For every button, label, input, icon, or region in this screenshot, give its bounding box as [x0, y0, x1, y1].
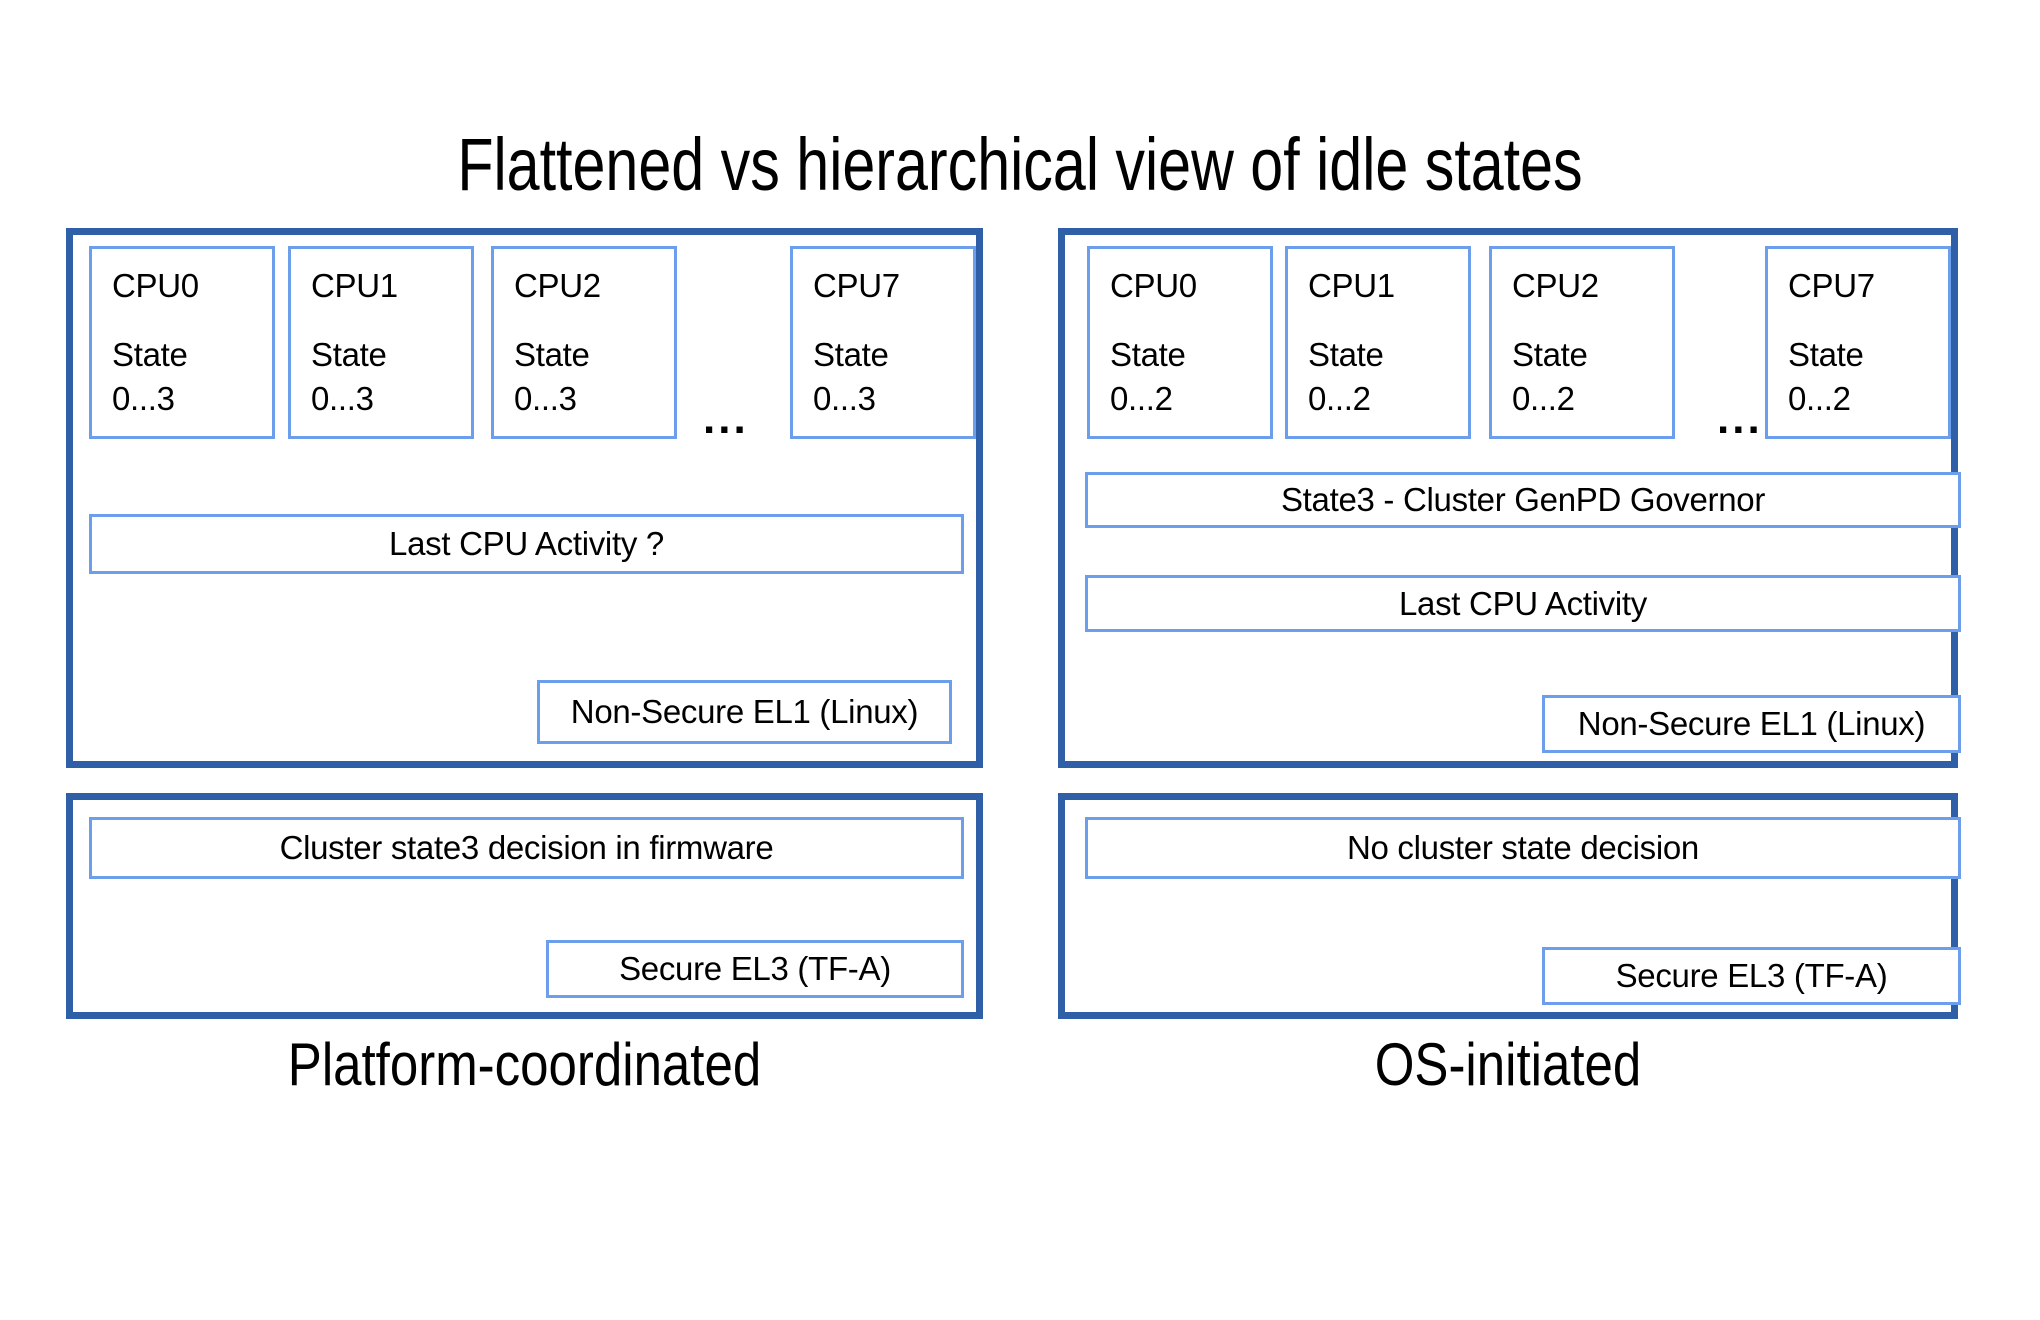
cpu-state-range: 0...3 [311, 380, 374, 418]
cluster-decision-box: Cluster state3 decision in firmware [89, 817, 964, 879]
cpu-state-range: 0...3 [514, 380, 577, 418]
cpu-state-label: State [1110, 335, 1186, 373]
cpu-state-label: State [813, 335, 889, 373]
cpu-card-cpu2: CPU2 State 0...3 [491, 246, 677, 439]
caption-os-initiated: OS-initiated [1374, 1031, 1642, 1098]
cpu-state-range: 0...3 [112, 380, 175, 418]
cpu-card-cpu7: CPU7 State 0...3 [790, 246, 976, 439]
panel-platform-el1: CPU0 State 0...3 CPU1 State 0...3 CPU2 S… [66, 228, 983, 768]
cpu-card-cpu1: CPU1 State 0...3 [288, 246, 474, 439]
cpu-name: CPU1 [311, 267, 398, 304]
cpu-name: CPU7 [813, 267, 900, 304]
cpu-state-label: State [514, 335, 590, 373]
cpu-name: CPU0 [1110, 267, 1197, 304]
cpu-name: CPU0 [112, 267, 199, 304]
cpu-state-label: State [1308, 335, 1384, 373]
cpu-ellipsis: ... [703, 394, 749, 443]
cpu-name: CPU1 [1308, 267, 1395, 304]
last-cpu-activity-box: Last CPU Activity [1085, 575, 1961, 632]
cpu-state-range: 0...3 [813, 380, 876, 418]
cpu-state: State 0...3 [514, 333, 668, 422]
cpu-state-range: 0...2 [1110, 380, 1173, 418]
cpu-state: State 0...3 [311, 333, 465, 422]
cpu-state-label: State [311, 335, 387, 373]
cluster-decision-box: No cluster state decision [1085, 817, 1961, 879]
cpu-ellipsis: ... [1717, 394, 1763, 443]
cpu-card-cpu0: CPU0 State 0...2 [1087, 246, 1273, 439]
panel-os-initiated-el3: No cluster state decision Secure EL3 (TF… [1058, 793, 1961, 1019]
cpu-state: State 0...2 [1512, 333, 1666, 422]
cpu-state-range: 0...2 [1788, 380, 1851, 418]
cpu-state: State 0...2 [1788, 333, 1942, 422]
cpu-name: CPU2 [514, 267, 601, 304]
caption-platform-coordinated: Platform-coordinated [287, 1031, 762, 1098]
panel-platform-el3: Cluster state3 decision in firmware Secu… [66, 793, 983, 1019]
panel-os-initiated-el1: CPU0 State 0...2 CPU1 State 0...2 CPU2 S… [1058, 228, 1961, 768]
cpu-state-label: State [112, 335, 188, 373]
cpu-state-label: State [1788, 335, 1864, 373]
last-cpu-activity-box: Last CPU Activity ? [89, 514, 964, 574]
cpu-state: State 0...3 [813, 333, 967, 422]
non-secure-el1-box: Non-Secure EL1 (Linux) [537, 680, 952, 744]
cpu-card-cpu0: CPU0 State 0...3 [89, 246, 275, 439]
cpu-state-label: State [1512, 335, 1588, 373]
cpu-state-range: 0...2 [1512, 380, 1575, 418]
cpu-state-range: 0...2 [1308, 380, 1371, 418]
cpu-name: CPU2 [1512, 267, 1599, 304]
cpu-name: CPU7 [1788, 267, 1875, 304]
diagram-title: Flattened vs hierarchical view of idle s… [457, 123, 1583, 206]
cpu-card-cpu7: CPU7 State 0...2 [1765, 246, 1951, 439]
cpu-state: State 0...2 [1110, 333, 1264, 422]
cluster-genpd-governor-box: State3 - Cluster GenPD Governor [1085, 472, 1961, 528]
non-secure-el1-box: Non-Secure EL1 (Linux) [1542, 695, 1961, 753]
cpu-card-cpu2: CPU2 State 0...2 [1489, 246, 1675, 439]
secure-el3-box: Secure EL3 (TF-A) [546, 940, 964, 998]
secure-el3-box: Secure EL3 (TF-A) [1542, 947, 1961, 1005]
cpu-state: State 0...2 [1308, 333, 1462, 422]
cpu-state: State 0...3 [112, 333, 266, 422]
cpu-card-cpu1: CPU1 State 0...2 [1285, 246, 1471, 439]
